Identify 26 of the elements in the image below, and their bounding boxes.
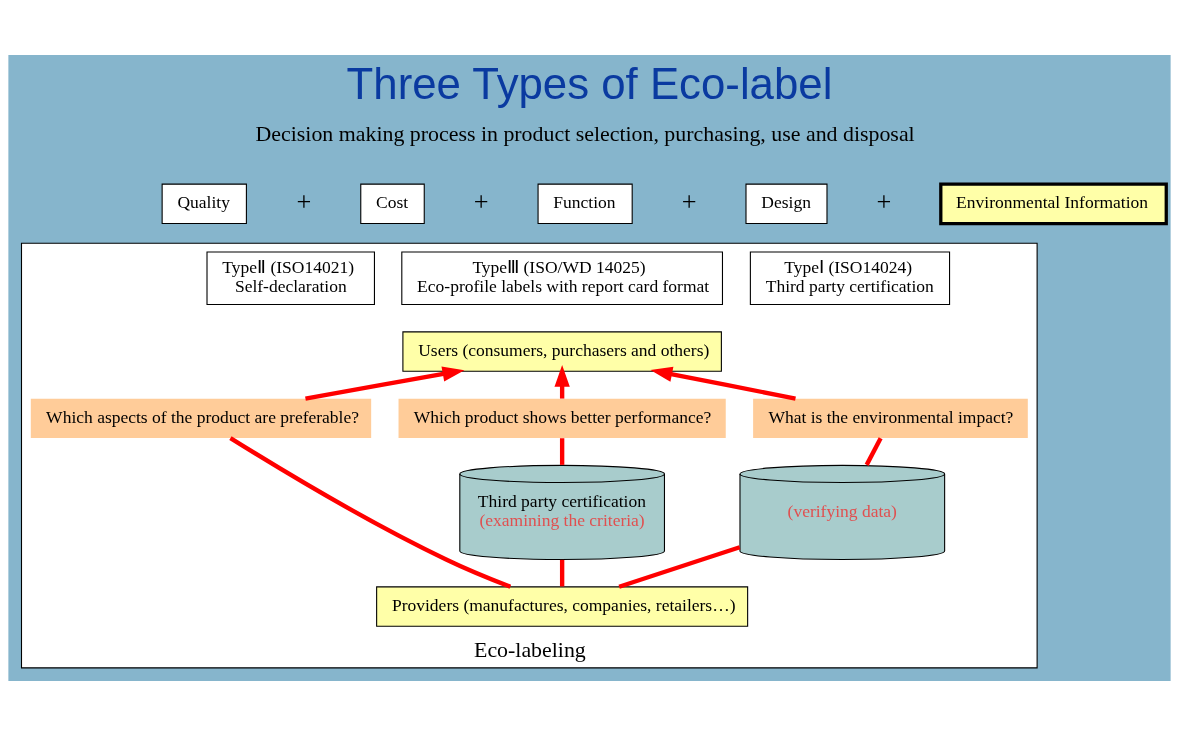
label: +	[876, 187, 892, 217]
node-box: Quality	[161, 183, 247, 225]
label: +	[296, 187, 312, 217]
node-box: Users (consumers, purchasers and others)	[402, 331, 722, 372]
label: +	[473, 187, 489, 217]
node-box: Function	[537, 183, 633, 225]
node-box: Which aspects of the product are preferable?	[30, 398, 372, 439]
node-box: What is the environmental impact?	[753, 398, 1028, 439]
arrow	[305, 366, 465, 401]
node-box: Providers (manufactures, companies, retailers…)	[376, 586, 749, 627]
arrow	[650, 366, 796, 401]
connector	[864, 437, 883, 466]
label: Decision making process in product selection, purchasing, use and disposal	[255, 122, 915, 147]
connector	[618, 545, 741, 589]
node-box: TypeⅢ (ISO/WD 14025) Eco-profile labels with report card format	[401, 251, 723, 306]
diagram-title: Three Types of Eco-label	[346, 58, 833, 108]
node-box: Cost	[360, 183, 425, 225]
connector	[559, 559, 565, 587]
label: +	[681, 187, 697, 217]
connector	[559, 438, 565, 465]
node-box: Design	[745, 183, 828, 225]
node-box: Environmental Information	[939, 182, 1168, 226]
node-box: Which product shows better performance?	[398, 398, 726, 439]
connector	[229, 436, 512, 589]
node-box: TypeⅠ (ISO14024) Third party certification	[749, 251, 951, 306]
node-box: TypeⅡ (ISO14021) Self-declaration	[206, 251, 375, 306]
